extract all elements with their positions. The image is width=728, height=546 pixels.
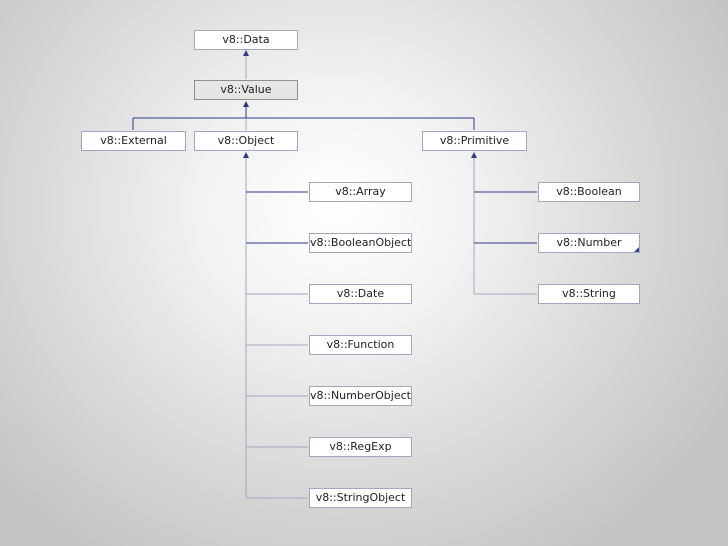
arrowhead-primitive — [471, 152, 477, 158]
node-v8-date[interactable]: v8::Date — [309, 284, 412, 304]
node-label: v8::String — [562, 287, 616, 300]
node-v8-primitive[interactable]: v8::Primitive — [422, 131, 527, 151]
node-label: v8::External — [100, 134, 167, 147]
collapsed-marker-icon — [634, 247, 639, 252]
node-v8-value[interactable]: v8::Value — [194, 80, 298, 100]
node-label: v8::Boolean — [556, 185, 622, 198]
node-v8-boolean-object[interactable]: v8::BooleanObject — [309, 233, 412, 253]
node-label: v8::Value — [220, 83, 272, 96]
arrowhead-value — [243, 101, 249, 107]
node-label: v8::Function — [326, 338, 395, 351]
node-v8-number[interactable]: v8::Number — [538, 233, 640, 253]
node-label: v8::Date — [336, 287, 385, 300]
node-label: v8::Data — [222, 33, 270, 46]
node-v8-number-object[interactable]: v8::NumberObject — [309, 386, 412, 406]
node-label: v8::BooleanObject — [310, 236, 412, 249]
node-v8-boolean[interactable]: v8::Boolean — [538, 182, 640, 202]
node-label: v8::StringObject — [315, 491, 406, 504]
node-v8-array[interactable]: v8::Array — [309, 182, 412, 202]
node-label: v8::Object — [217, 134, 275, 147]
node-label: v8::NumberObject — [310, 389, 411, 402]
node-v8-external[interactable]: v8::External — [81, 131, 186, 151]
arrowhead-data — [243, 50, 249, 56]
node-v8-function[interactable]: v8::Function — [309, 335, 412, 355]
node-v8-data[interactable]: v8::Data — [194, 30, 298, 50]
node-label: v8::Primitive — [439, 134, 510, 147]
node-v8-string[interactable]: v8::String — [538, 284, 640, 304]
node-label: v8::Array — [335, 185, 386, 198]
node-label: v8::Number — [556, 236, 622, 249]
node-v8-object[interactable]: v8::Object — [194, 131, 298, 151]
node-label: v8::RegExp — [329, 440, 392, 453]
arrowhead-object — [243, 152, 249, 158]
node-v8-regexp[interactable]: v8::RegExp — [309, 437, 412, 457]
node-v8-string-object[interactable]: v8::StringObject — [309, 488, 412, 508]
